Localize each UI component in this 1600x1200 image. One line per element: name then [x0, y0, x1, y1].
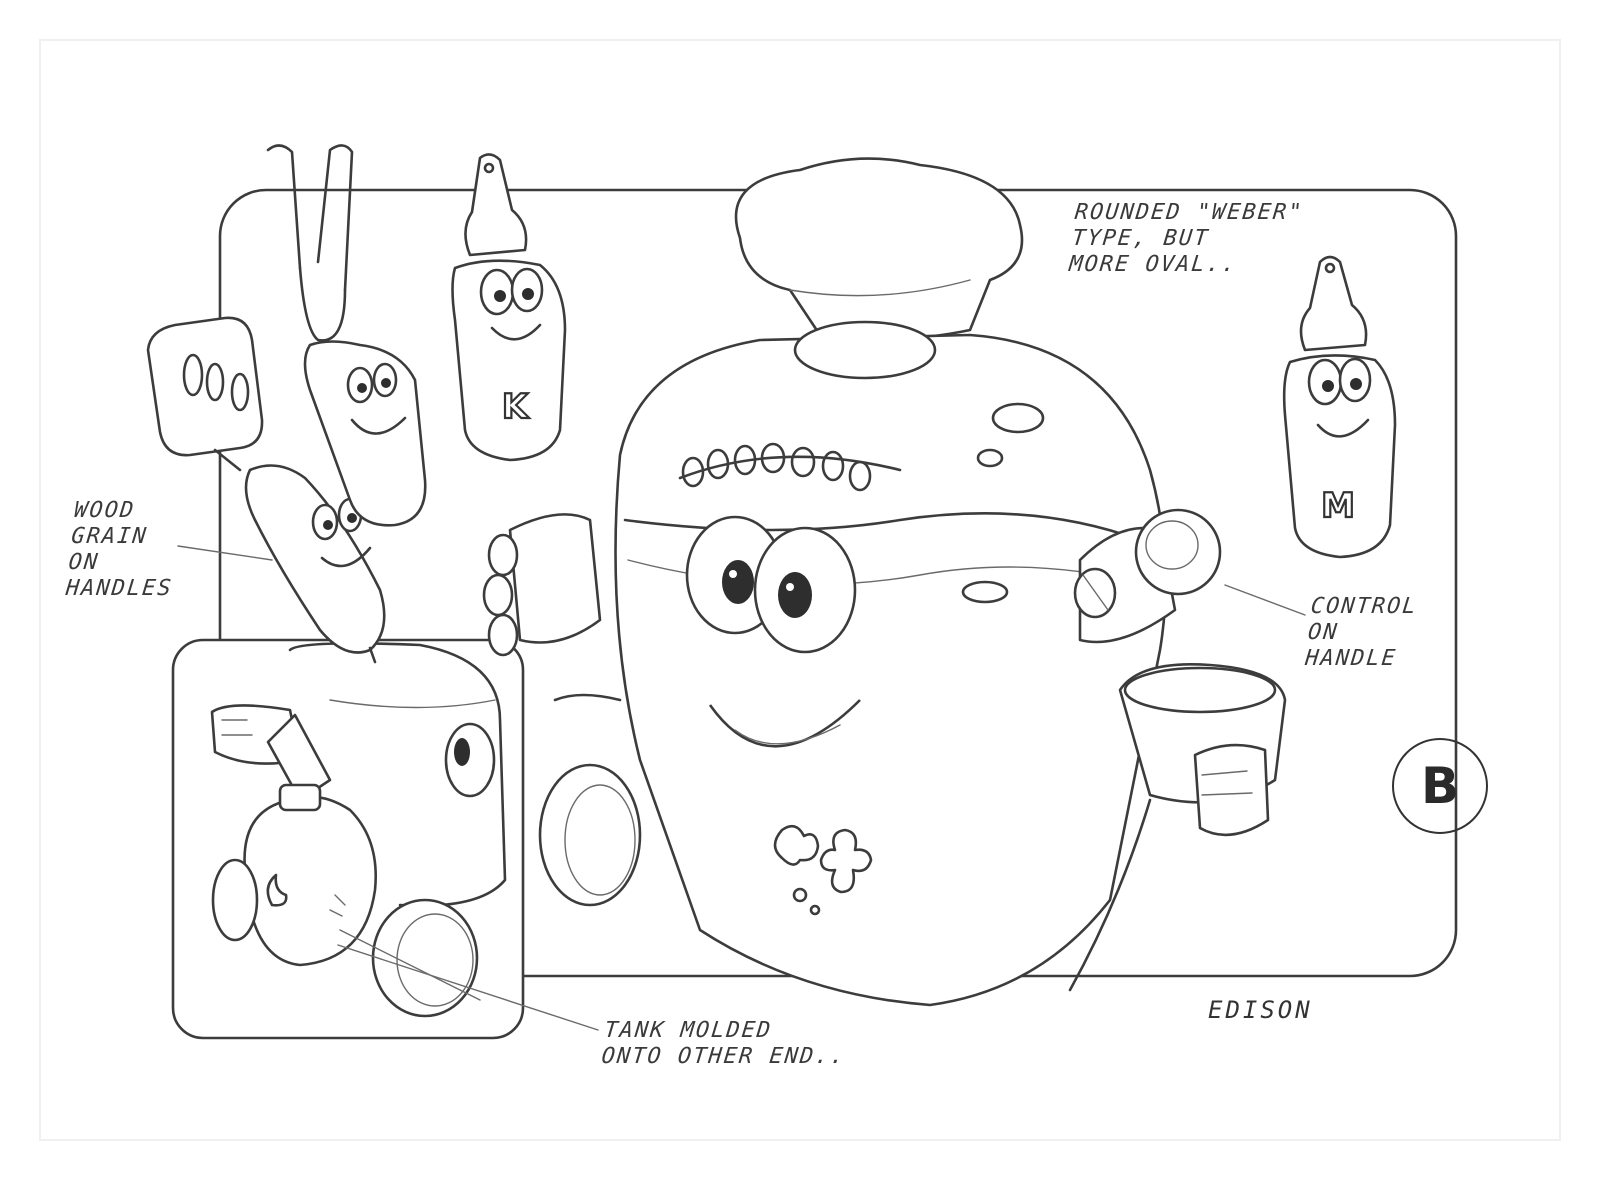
leader-lines: [177, 545, 1306, 1031]
annotation-line: MORE OVAL..: [1068, 252, 1239, 277]
left-arm: [508, 513, 602, 644]
annotation-line: TANK MOLDED: [603, 1018, 774, 1043]
annotation-line: HANDLE: [1304, 646, 1399, 671]
annotation-tank: TANK MOLDED ONTO OTHER END..: [600, 1018, 849, 1070]
variant-badge: B: [1392, 738, 1488, 834]
annotation-line: GRAIN: [70, 524, 149, 549]
grill-character: [482, 157, 1287, 1007]
annotation-wood-grain: WOOD GRAIN ON HANDLES: [65, 498, 183, 602]
left-wheel: [538, 763, 642, 907]
annotation-line: ONTO OTHER END..: [600, 1044, 847, 1069]
brow-bumps: [681, 442, 872, 492]
control-knob: [1134, 508, 1222, 596]
ketchup-letter: K: [502, 387, 530, 427]
ketchup-bottle-character: K: [451, 153, 567, 462]
annotation-line: WOOD: [72, 498, 137, 523]
spatula-character: [146, 316, 386, 664]
grill-body: [614, 333, 1167, 1007]
paper-edge: [39, 39, 1561, 1141]
annotation-line: ROUNDED "WEBER": [1073, 200, 1305, 225]
annotation-grill-shape: ROUNDED "WEBER" TYPE, BUT MORE OVAL..: [1068, 200, 1305, 278]
belly-emblem: [773, 824, 873, 916]
annotation-line: CONTROL: [1309, 594, 1419, 619]
artist-signature: EDISON: [1208, 996, 1313, 1024]
annotation-line: ON: [67, 550, 101, 575]
fork-character: [266, 144, 427, 527]
side-view-sketch: [210, 642, 507, 1018]
mustard-bottle-character: M: [1282, 255, 1397, 559]
right-hand: [1193, 743, 1270, 837]
annotation-line: ON: [1306, 620, 1340, 645]
lid-vent: [793, 320, 937, 380]
smile: [708, 699, 861, 748]
annotation-line: HANDLES: [64, 576, 174, 601]
mustard-letter: M: [1321, 486, 1355, 526]
annotation-line: TYPE, BUT: [1070, 226, 1211, 251]
chef-hat: [734, 157, 1024, 341]
annotation-control: CONTROL ON HANDLE: [1304, 594, 1419, 672]
